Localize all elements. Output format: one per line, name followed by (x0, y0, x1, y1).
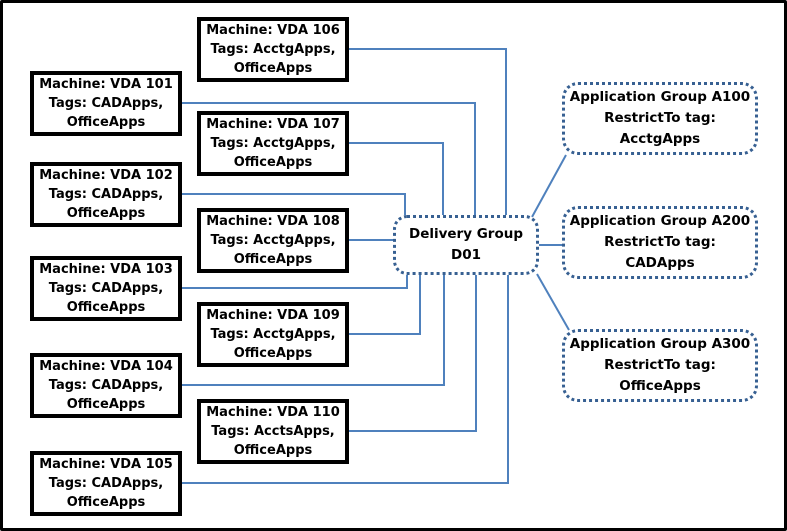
application-group-name: Application Group A300 (569, 336, 751, 352)
machine-tags: Tags: CADApps, (48, 96, 164, 111)
connector-vda110-dg (349, 275, 477, 432)
machine-tags: Tags: CADApps, (48, 378, 164, 393)
machine-name: Machine: VDA 102 (39, 168, 173, 183)
restrict-to-tag: OfficeApps (619, 378, 701, 394)
machine-name: Machine: VDA 106 (206, 23, 340, 38)
machine-tags-cont: OfficeApps (233, 252, 313, 267)
machine-box-vda-106: Machine: VDA 106 Tags: AcctgApps, Office… (197, 17, 349, 82)
application-group-a300-box: Application Group A300 RestrictTo tag: O… (562, 329, 758, 402)
machine-tags-cont: OfficeApps (66, 300, 146, 315)
machine-box-vda-101: Machine: VDA 101 Tags: CADApps, OfficeAp… (30, 71, 182, 136)
restrict-to-label: RestrictTo tag: (604, 234, 716, 250)
machine-tags: Tags: AcctgApps, (210, 233, 336, 248)
machine-tags: Tags: CADApps, (48, 476, 164, 491)
machine-name: Machine: VDA 110 (206, 405, 340, 420)
connector-vda104-dg (182, 275, 445, 386)
connector-vda106-dg (349, 48, 507, 215)
machine-tags-cont: OfficeApps (233, 346, 313, 361)
connector-dg-a100 (531, 154, 567, 218)
machine-name: Machine: VDA 105 (39, 457, 173, 472)
connector-vda105-dg (182, 275, 509, 484)
machine-box-vda-110: Machine: VDA 110 Tags: AcctsApps, Office… (197, 399, 349, 464)
machine-tags-cont: OfficeApps (233, 61, 313, 76)
machine-tags-cont: OfficeApps (233, 155, 313, 170)
application-group-a100-box: Application Group A100 RestrictTo tag: A… (562, 82, 758, 155)
machine-name: Machine: VDA 104 (39, 359, 173, 374)
machine-box-vda-108: Machine: VDA 108 Tags: AcctgApps, Office… (197, 208, 349, 273)
machine-box-vda-105: Machine: VDA 105 Tags: CADApps, OfficeAp… (30, 451, 182, 516)
machine-name: Machine: VDA 108 (206, 214, 340, 229)
machine-tags: Tags: AcctgApps, (210, 136, 336, 151)
machine-name: Machine: VDA 101 (39, 77, 173, 92)
connector-lines (182, 48, 570, 484)
restrict-to-tag: CADApps (625, 255, 695, 271)
machine-tags-cont: OfficeApps (66, 206, 146, 221)
application-group-name: Application Group A100 (569, 89, 751, 105)
machine-box-vda-103: Machine: VDA 103 Tags: CADApps, OfficeAp… (30, 256, 182, 321)
machine-box-vda-107: Machine: VDA 107 Tags: AcctgApps, Office… (197, 111, 349, 176)
machine-tags-cont: OfficeApps (66, 115, 146, 130)
machine-tags-cont: OfficeApps (66, 495, 146, 510)
machine-box-vda-102: Machine: VDA 102 Tags: CADApps, OfficeAp… (30, 162, 182, 227)
machine-tags: Tags: AcctgApps, (210, 327, 336, 342)
machine-tags: Tags: AcctsApps, (211, 424, 335, 439)
machine-tags: Tags: CADApps, (48, 187, 164, 202)
restrict-to-tag: AcctgApps (619, 131, 701, 147)
connector-vda109-dg (349, 275, 421, 335)
machine-name: Machine: VDA 109 (206, 308, 340, 323)
restrict-to-label: RestrictTo tag: (604, 110, 716, 126)
application-group-name: Application Group A200 (569, 213, 751, 229)
connector-vda107-dg (349, 142, 444, 215)
machine-box-vda-109: Machine: VDA 109 Tags: AcctgApps, Office… (197, 302, 349, 367)
delivery-group-name: Delivery Group (408, 226, 524, 242)
machine-name: Machine: VDA 107 (206, 117, 340, 132)
connector-dg-a300 (536, 273, 570, 331)
connector-vda101-dg (182, 102, 476, 215)
machine-tags: Tags: AcctgApps, (210, 42, 336, 57)
connector-vda103-dg (182, 275, 408, 289)
machine-tags: Tags: CADApps, (48, 281, 164, 296)
delivery-group-box: Delivery Group D01 (393, 215, 539, 275)
delivery-group-id: D01 (451, 247, 481, 263)
connector-vda102-dg (182, 193, 406, 215)
machine-tags-cont: OfficeApps (233, 443, 313, 458)
machine-name: Machine: VDA 103 (39, 262, 173, 277)
machine-tags-cont: OfficeApps (66, 397, 146, 412)
machine-box-vda-104: Machine: VDA 104 Tags: CADApps, OfficeAp… (30, 353, 182, 418)
restrict-to-label: RestrictTo tag: (604, 357, 716, 373)
application-group-a200-box: Application Group A200 RestrictTo tag: C… (562, 206, 758, 279)
